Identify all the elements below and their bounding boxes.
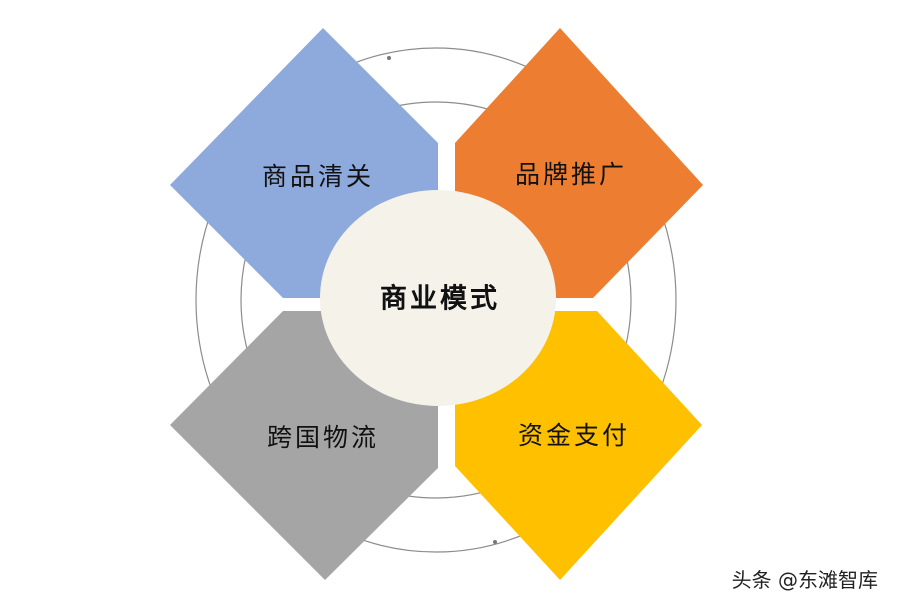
quadrant-bottom-right-label: 资金支付 — [517, 421, 631, 450]
center-label: 商业模式 — [380, 283, 500, 315]
ring-dot — [387, 56, 391, 60]
outer-ring — [195, 47, 677, 553]
quadrant-top-right-label: 品牌推广 — [514, 160, 628, 189]
watermark: 头条 @东滩智库 — [731, 568, 878, 592]
quadrant-top-left-label: 商品清关 — [261, 162, 375, 191]
background-rings — [195, 47, 677, 553]
ring-dot — [493, 540, 497, 544]
quadrant-bottom-left-label: 跨国物流 — [266, 423, 380, 452]
center-circle — [320, 190, 556, 406]
inner-ring — [240, 101, 632, 499]
